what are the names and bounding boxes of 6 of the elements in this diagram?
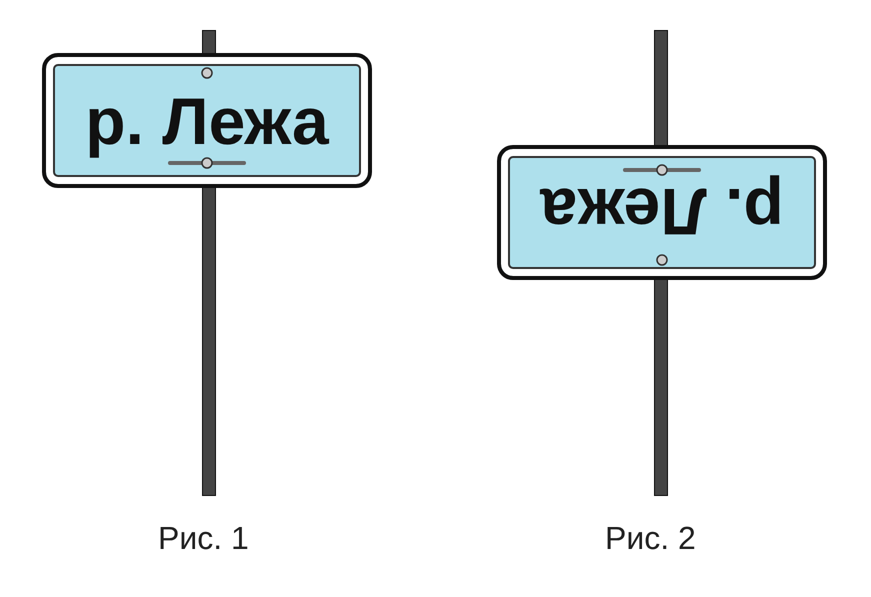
sign-text: р. Лежа xyxy=(85,82,329,158)
road-sign xyxy=(42,53,372,188)
sign-text: р. Лежа xyxy=(540,174,784,250)
figure-caption: Рис. 2 xyxy=(605,520,696,557)
road-sign xyxy=(497,145,827,280)
figure-caption: Рис. 1 xyxy=(158,520,249,557)
